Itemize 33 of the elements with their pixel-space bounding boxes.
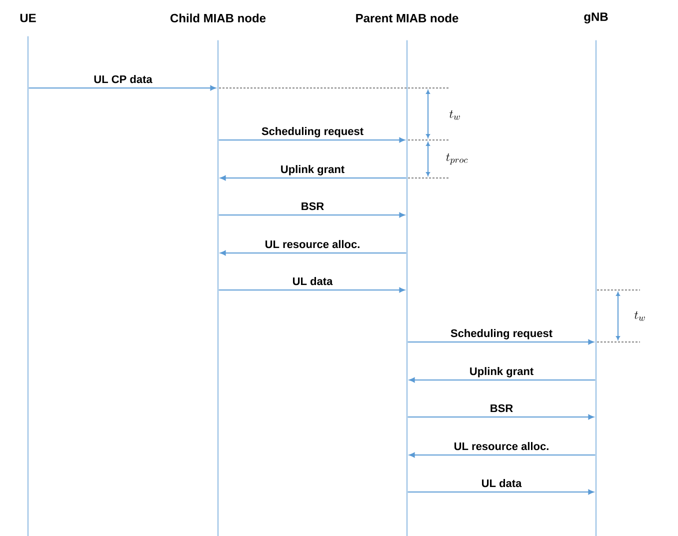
message-arrow — [218, 137, 405, 143]
message-arrow — [407, 339, 594, 345]
lifeline — [27, 36, 29, 536]
message-arrow — [218, 287, 405, 293]
message-arrow — [220, 250, 407, 256]
edge-label: Uplink grant — [470, 367, 534, 378]
edge-label: Scheduling request — [262, 127, 364, 138]
message-arrow — [28, 85, 216, 91]
message-arrow — [407, 414, 594, 420]
message-arrow — [409, 377, 596, 383]
edge-label: UL CP data — [94, 75, 152, 84]
duration-label: $t_w$ — [449, 110, 460, 120]
duration-label: $t_{proc}$ — [446, 153, 468, 164]
edge-label: Uplink grant — [281, 165, 344, 176]
message-arrow — [409, 452, 596, 458]
edge-label: UL resource alloc. — [265, 240, 360, 248]
lifeline — [406, 40, 408, 536]
message-arrow — [218, 212, 405, 218]
edge-label: BSR — [490, 404, 513, 412]
lifeline-header: Child MIAB node — [170, 14, 266, 22]
edge-label: UL data — [293, 277, 333, 286]
edge-label: BSR — [302, 202, 324, 210]
edge-label: Scheduling request — [450, 329, 552, 340]
message-arrow — [220, 175, 407, 181]
lifeline-header: UE — [20, 14, 36, 22]
lifeline — [595, 40, 597, 536]
edge-label: UL resource alloc. — [454, 442, 548, 450]
lifeline — [217, 40, 219, 536]
message-arrow — [407, 489, 594, 495]
edge-label: UL data — [482, 479, 522, 488]
duration-label: $t_w$ — [634, 311, 645, 321]
lifeline-header: Parent MIAB node — [356, 14, 458, 22]
lifeline-header: gNB — [584, 12, 608, 24]
